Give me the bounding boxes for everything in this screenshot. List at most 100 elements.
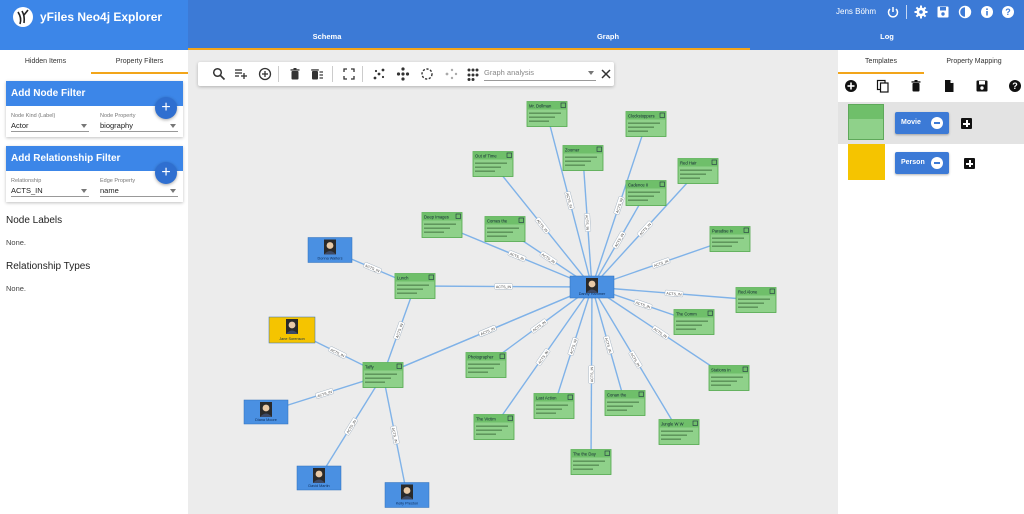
add-icon[interactable]	[961, 118, 972, 129]
relationship-field[interactable]: Relationship ACTS_IN	[11, 178, 89, 197]
contrast-icon[interactable]	[958, 5, 972, 19]
movie-node[interactable]: The the Day	[570, 449, 612, 475]
movie-node[interactable]: Cadence II	[625, 180, 667, 206]
movie-node[interactable]: Mr. Dollman	[526, 101, 568, 127]
movie-node[interactable]: Out of Time	[472, 151, 514, 177]
node-kind-field[interactable]: Node Kind (Label) Actor	[11, 113, 89, 132]
movie-node[interactable]: Photographer	[465, 352, 507, 378]
movie-node[interactable]: Clockstoppers	[625, 111, 667, 137]
expand-icon[interactable]	[711, 159, 717, 165]
expand-icon[interactable]	[638, 391, 644, 397]
power-icon[interactable]	[886, 5, 900, 19]
template-row-person[interactable]: Person	[838, 144, 1024, 184]
movie-template-swatch[interactable]	[848, 104, 884, 140]
hierarchic-layout-icon[interactable]	[396, 67, 410, 81]
delete-icon[interactable]	[288, 67, 302, 81]
close-icon[interactable]	[599, 67, 613, 81]
add-circle-icon[interactable]	[844, 79, 858, 93]
help-icon[interactable]: ?	[1008, 79, 1022, 93]
expand-icon[interactable]	[455, 213, 461, 219]
edge-property-field[interactable]: Edge Property name	[100, 178, 178, 197]
movie-node[interactable]: Conan the	[604, 390, 646, 416]
movie-template-chip[interactable]: Movie	[895, 112, 949, 134]
movie-node[interactable]: Red Hair	[677, 158, 719, 184]
remove-icon[interactable]	[931, 117, 943, 129]
person-template-chip[interactable]: Person	[895, 152, 949, 174]
tab-hidden-items[interactable]: Hidden Items	[24, 58, 67, 65]
delete-all-icon[interactable]	[310, 67, 324, 81]
person-node[interactable]: Diana Moore	[243, 399, 289, 425]
remove-icon[interactable]	[931, 157, 943, 169]
expand-icon[interactable]	[742, 366, 748, 372]
help-icon[interactable]: ?	[1001, 5, 1015, 19]
copy-icon[interactable]	[876, 79, 890, 93]
graph-analysis-select[interactable]: Graph analysis	[484, 66, 596, 81]
movie-node[interactable]: Jungle W W	[658, 419, 700, 445]
movie-node[interactable]: Lunch	[394, 273, 436, 299]
expand-icon[interactable]	[692, 420, 698, 426]
fit-content-icon[interactable]	[342, 67, 356, 81]
person-node[interactable]: Danny Hammer	[569, 275, 615, 299]
add-icon[interactable]	[964, 158, 975, 169]
delete-icon[interactable]	[909, 79, 923, 93]
movie-node[interactable]: The Comm	[673, 309, 715, 335]
save-icon[interactable]	[975, 79, 989, 93]
relationship-select[interactable]: ACTS_IN	[11, 185, 89, 197]
movie-node[interactable]: Taffy	[362, 362, 404, 388]
expand-icon[interactable]	[596, 146, 602, 152]
node-property-select[interactable]: biography	[100, 120, 178, 132]
movie-node[interactable]: Paradise in	[709, 226, 751, 252]
tab-property-filters[interactable]: Property Filters	[91, 50, 188, 74]
tab-property-mapping[interactable]: Property Mapping	[946, 58, 1002, 65]
expand-icon[interactable]	[659, 181, 665, 187]
movie-node[interactable]: Stations in	[708, 365, 750, 391]
gear-icon[interactable]	[914, 5, 928, 19]
expand-icon[interactable]	[560, 102, 566, 108]
expand-icon[interactable]	[659, 112, 665, 118]
tab-graph[interactable]: Graph	[466, 24, 750, 50]
expand-icon[interactable]	[743, 227, 749, 233]
search-icon[interactable]	[212, 67, 226, 81]
expand-icon[interactable]	[604, 450, 610, 456]
movie-node[interactable]: Last Action	[533, 393, 575, 419]
movie-node[interactable]: Deep Images	[421, 212, 463, 238]
add-list-icon[interactable]	[234, 67, 248, 81]
expand-icon[interactable]	[506, 152, 512, 158]
person-template-swatch[interactable]	[848, 144, 885, 180]
tab-schema[interactable]: Schema	[188, 24, 466, 50]
add-relationship-filter-button[interactable]: +	[155, 162, 177, 184]
save-icon[interactable]	[936, 5, 950, 19]
file-icon[interactable]	[942, 79, 956, 93]
info-icon[interactable]	[980, 5, 994, 19]
person-node[interactable]: Jane Sorenson	[268, 316, 316, 344]
edge-property-select[interactable]: name	[100, 185, 178, 197]
movie-node[interactable]: Red Alone	[735, 287, 777, 313]
node-kind-select[interactable]: Actor	[11, 120, 89, 132]
add-node-filter-button[interactable]: +	[155, 97, 177, 119]
expand-icon[interactable]	[518, 217, 524, 223]
movie-node[interactable]: Comes the	[484, 216, 526, 242]
organic-layout-icon[interactable]	[372, 67, 386, 81]
tree-layout-icon[interactable]	[444, 67, 458, 81]
movie-node[interactable]: The Victim	[473, 414, 515, 440]
tab-templates[interactable]: Templates	[838, 50, 924, 74]
expand-icon[interactable]	[507, 415, 513, 421]
person-node[interactable]: Donna Walters	[307, 237, 353, 263]
expand-icon[interactable]	[567, 394, 573, 400]
movie-node[interactable]: Zoomer	[562, 145, 604, 171]
expand-icon[interactable]	[769, 288, 775, 294]
person-node[interactable]: Kelly Preston	[384, 482, 430, 508]
expand-icon[interactable]	[707, 310, 713, 316]
node-property-field[interactable]: Node Property biography	[100, 113, 178, 132]
person-node[interactable]: David Martin	[296, 465, 342, 491]
expand-icon[interactable]	[428, 274, 434, 280]
grid-layout-icon[interactable]	[466, 67, 480, 81]
expand-icon[interactable]	[499, 353, 505, 359]
expand-icon[interactable]	[396, 363, 402, 369]
add-circle-icon[interactable]	[258, 67, 272, 81]
template-row-movie[interactable]: Movie	[838, 102, 1024, 144]
circular-layout-icon[interactable]	[420, 67, 434, 81]
tab-log[interactable]: Log	[880, 32, 894, 41]
